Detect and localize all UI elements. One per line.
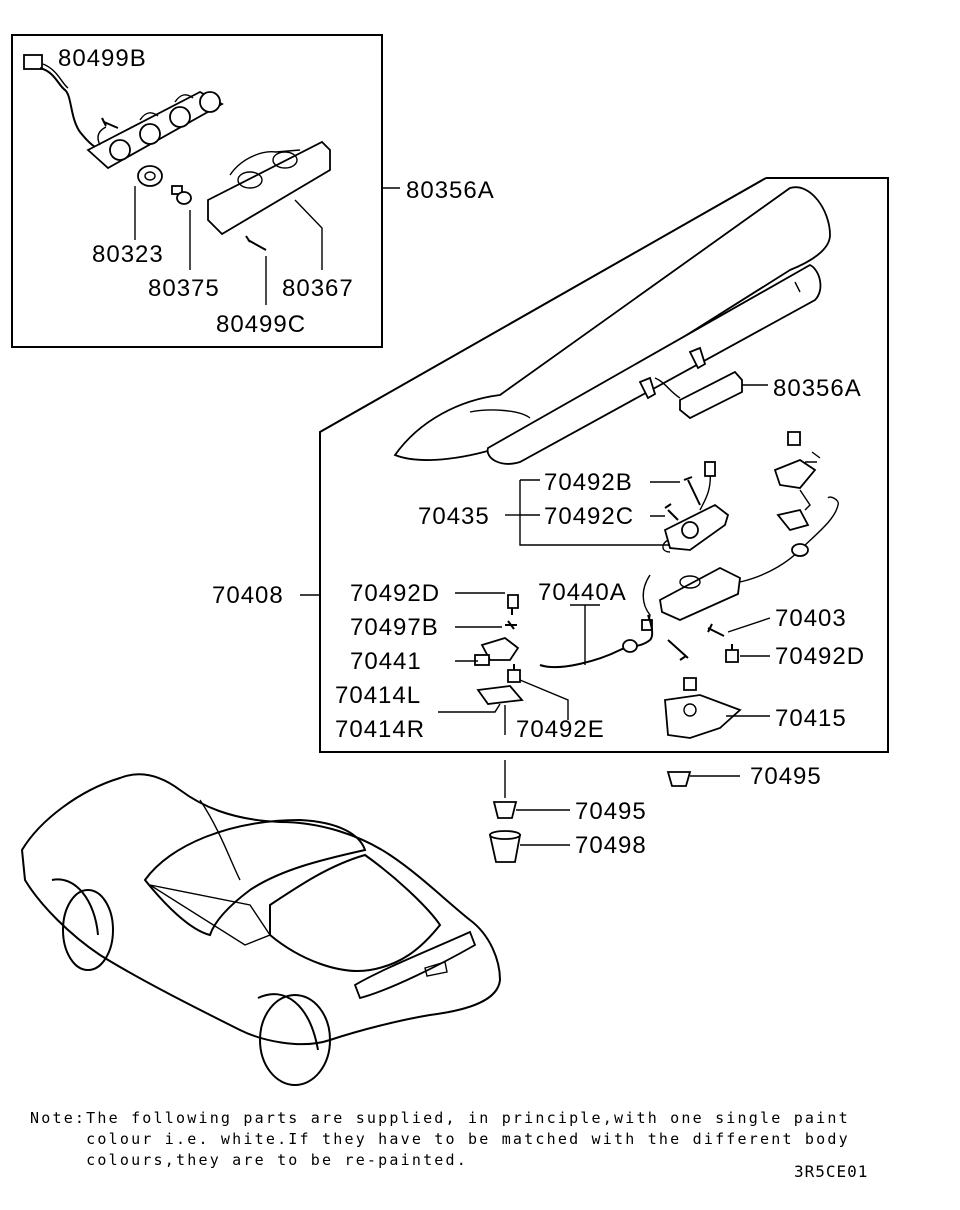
label-80375: 80375 (148, 275, 220, 302)
bolt-70492C (664, 503, 679, 521)
grommet-80323 (137, 165, 163, 187)
note-line-3: colours,they are to be re-painted. (30, 1151, 468, 1169)
label-80356A-top: 80356A (406, 177, 495, 204)
inset-leaders (134, 186, 400, 305)
latch-assembly (641, 496, 839, 631)
bolt-70492B (683, 476, 701, 506)
label-80356A-right: 80356A (773, 375, 862, 402)
lamp-socket-bar (86, 90, 224, 170)
label-70414R: 70414R (335, 716, 425, 743)
label-70408: 70408 (212, 582, 284, 609)
note-line-1: Note:The following parts are supplied, i… (30, 1109, 850, 1127)
diagram-code: 3R5CE01 (794, 1162, 869, 1181)
bolt-70492E (507, 664, 521, 683)
pin-70403 (707, 623, 725, 637)
label-80499C: 80499C (216, 311, 306, 338)
label-70435: 70435 (418, 503, 490, 530)
label-70495-right: 70495 (750, 763, 822, 790)
label-70492D-right: 70492D (775, 643, 865, 670)
leaders-left-cluster (438, 592, 569, 735)
label-70441: 70441 (350, 648, 422, 675)
bracket-70415 (664, 694, 742, 739)
label-70492D-left: 70492D (350, 580, 440, 607)
grommet-70495-right (666, 771, 740, 787)
screw-80499B (101, 117, 119, 129)
spoiler-lamp-80356A (654, 370, 768, 420)
label-70492B: 70492B (544, 469, 633, 496)
label-80367: 80367 (282, 275, 354, 302)
cable-70440A (539, 604, 654, 669)
plate-70414 (476, 685, 524, 705)
label-70492C: 70492C (544, 503, 634, 530)
inset-frame (11, 34, 383, 348)
note-line-2: colour i.e. white.If they have to be mat… (30, 1130, 850, 1148)
cap-70498 (488, 830, 570, 863)
label-70498: 70498 (575, 832, 647, 859)
hinge-70441 (474, 637, 520, 666)
car-outline (20, 773, 502, 1086)
label-70495-left: 70495 (575, 798, 647, 825)
spoiler-wing (393, 186, 831, 465)
label-70415: 70415 (775, 705, 847, 732)
bracket-70435 (505, 479, 680, 546)
grommet-70495-left (492, 760, 570, 819)
lamp-wiring (23, 54, 105, 151)
label-70497B: 70497B (350, 614, 439, 641)
screw-80499C (245, 235, 267, 251)
label-80323: 80323 (92, 241, 164, 268)
label-70492E: 70492E (516, 716, 605, 743)
main-frame (319, 177, 889, 753)
label-70403: 70403 (775, 605, 847, 632)
label-70414L: 70414L (335, 682, 421, 709)
label-70440A: 70440A (538, 579, 627, 606)
pin-center (667, 639, 689, 661)
latch-upper-right (773, 431, 821, 532)
bolt-center (683, 677, 697, 691)
paint-note: Note:The following parts are supplied, i… (30, 1108, 910, 1171)
pin-70497B (505, 620, 517, 630)
bulb-80375 (171, 185, 192, 205)
bolt-70492D-left (507, 594, 519, 615)
lamp-housing-80367 (207, 140, 331, 236)
bolt-70492D-right (725, 644, 739, 663)
motor-70435 (662, 461, 730, 553)
label-80499B: 80499B (58, 45, 147, 72)
leaders-right-cluster (726, 617, 771, 717)
